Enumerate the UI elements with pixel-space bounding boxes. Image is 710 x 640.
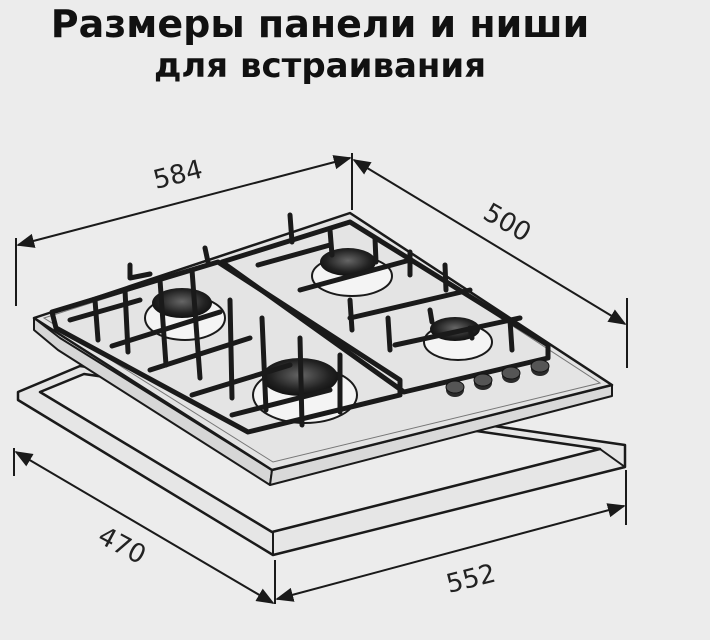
dimension-lines — [13, 153, 628, 604]
dim-line-552 — [275, 503, 626, 602]
dim-label-470: 470 — [93, 521, 151, 571]
knob-3-icon — [501, 366, 521, 383]
dim-line-584 — [16, 155, 352, 248]
dim-line-500 — [352, 159, 627, 325]
knob-2-icon — [473, 373, 493, 390]
grate-left — [49, 259, 403, 435]
dim-label-552: 552 — [443, 559, 498, 600]
hob-panel — [32, 211, 614, 486]
dim-label-584: 584 — [150, 155, 205, 196]
control-knobs — [445, 359, 550, 397]
dim-line-470 — [14, 451, 275, 604]
title-line-2: для встраивания — [153, 46, 487, 86]
diagram-title: Размеры панели и ниши для встраивания — [0, 0, 640, 86]
title-line-1: Размеры панели и ниши — [50, 2, 590, 46]
knob-1-icon — [445, 380, 465, 397]
knob-4-icon — [530, 359, 550, 376]
